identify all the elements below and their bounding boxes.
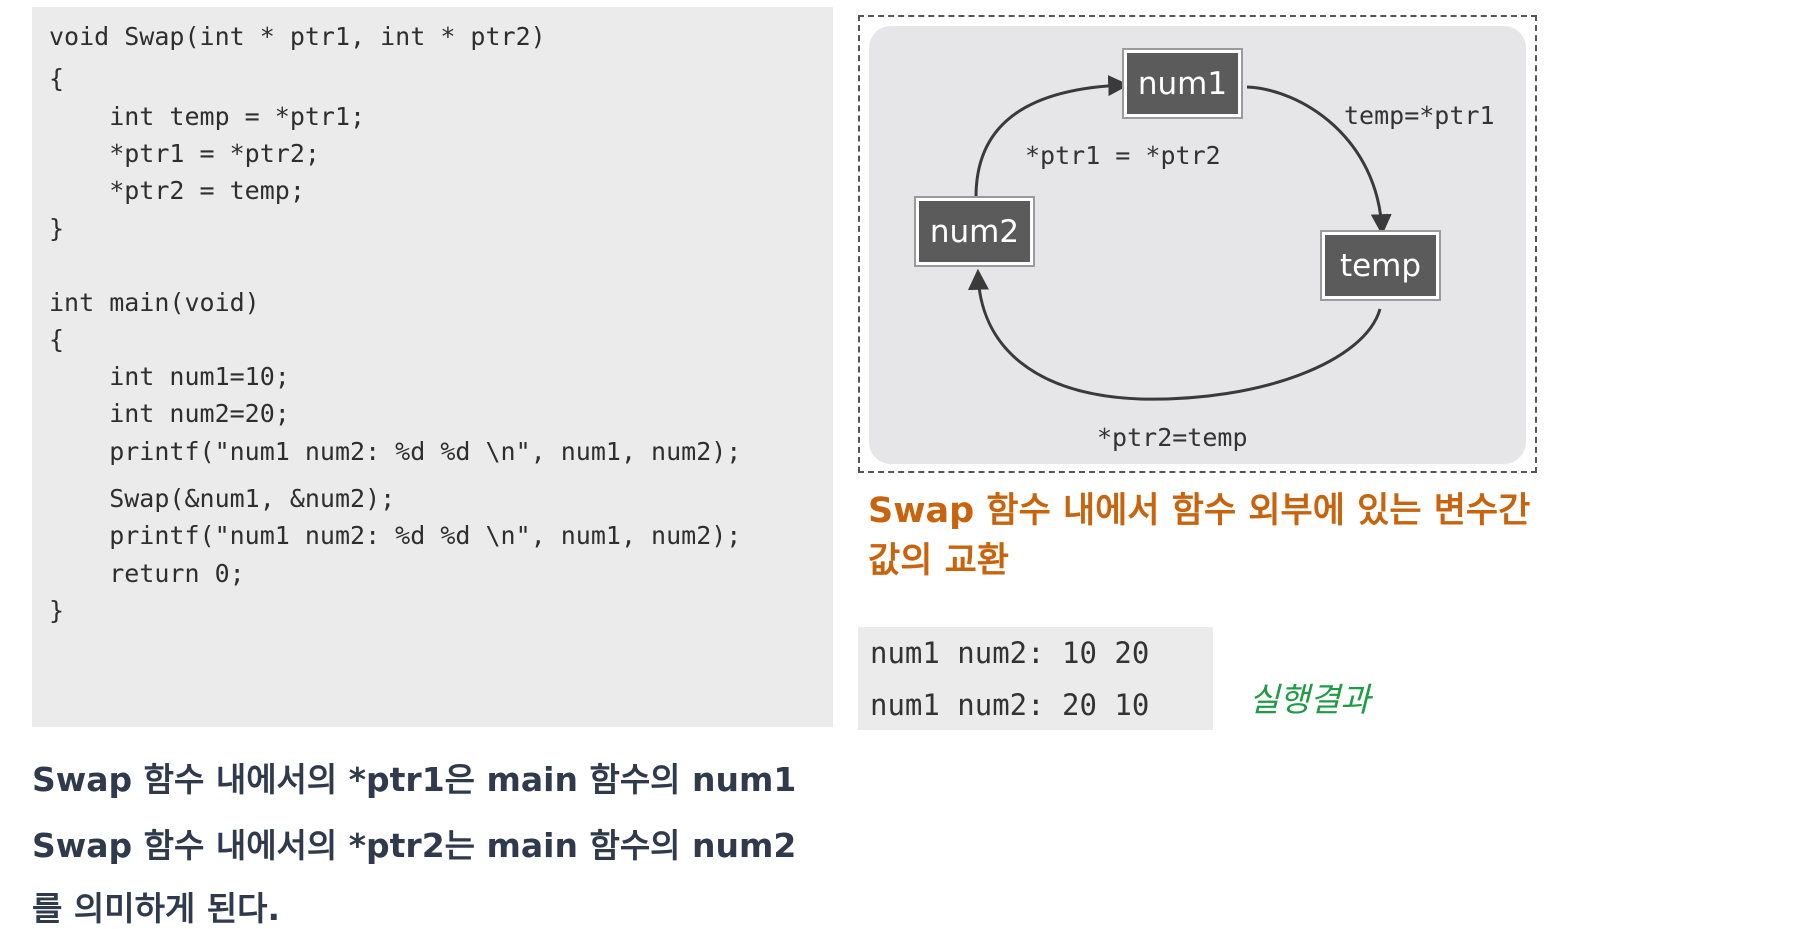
- code-line: Swap(&num1, &num2);: [49, 484, 396, 513]
- arrow-num2-to-num1: [974, 75, 1130, 198]
- code-line: }: [49, 214, 65, 243]
- code-line: {: [49, 325, 65, 354]
- program-output: num1 num2: 10 20 num1 num2: 20 10: [858, 627, 1213, 730]
- node-temp: temp: [1320, 230, 1441, 301]
- code-line: int main(void): [49, 288, 260, 317]
- code-line: int num1=10;: [49, 362, 290, 391]
- arrow-temp-to-num2: [967, 268, 1382, 401]
- code-line: *ptr1 = *ptr2;: [49, 139, 320, 168]
- node-num2: num2: [914, 196, 1035, 267]
- diagram-caption: Swap 함수 내에서 함수 외부에 있는 변수간: [868, 491, 1531, 531]
- code-line: printf("num1 num2: %d %d \n", num1, num2…: [49, 437, 742, 466]
- label-ptr1-assign: *ptr1 = *ptr2: [1025, 141, 1221, 170]
- diagram-caption: 값의 교환: [868, 541, 1009, 581]
- explanation-line: 를 의미하게 된다.: [32, 889, 281, 928]
- arrow-num1-to-temp: [1246, 85, 1392, 236]
- node-num1: num1: [1122, 48, 1243, 119]
- output-line: num1 num2: 10 20: [870, 636, 1150, 670]
- code-listing: void Swap(int * ptr1, int * ptr2) { int …: [32, 7, 833, 727]
- code-line: return 0;: [49, 559, 245, 588]
- output-note: 실행결과: [1249, 680, 1371, 719]
- label-temp-assign: temp=*ptr1: [1344, 101, 1495, 130]
- code-line: *ptr2 = temp;: [49, 176, 305, 205]
- label-ptr2-assign: *ptr2=temp: [1097, 423, 1248, 452]
- code-line: int temp = *ptr1;: [49, 102, 366, 131]
- code-line: {: [49, 64, 65, 93]
- swap-diagram: num1 num2 temp temp=*ptr1 *ptr1 = *ptr2 …: [858, 15, 1537, 473]
- diagram-arrows: [967, 75, 1392, 401]
- output-line: num1 num2: 20 10: [870, 688, 1150, 722]
- code-line: }: [49, 596, 65, 625]
- code-line: void Swap(int * ptr1, int * ptr2): [49, 22, 546, 51]
- code-line: int num2=20;: [49, 399, 290, 428]
- explanation-line: Swap 함수 내에서의 *ptr1은 main 함수의 num1: [32, 760, 797, 799]
- explanation-line: Swap 함수 내에서의 *ptr2는 main 함수의 num2: [32, 826, 797, 865]
- code-line: printf("num1 num2: %d %d \n", num1, num2…: [49, 521, 742, 550]
